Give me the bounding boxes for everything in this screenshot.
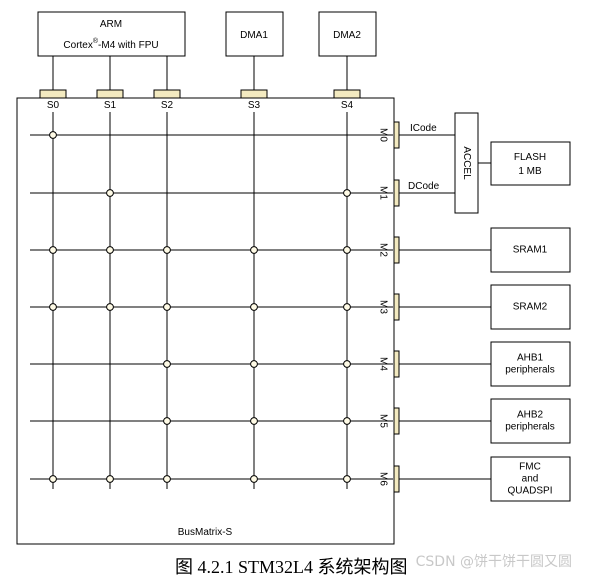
connection-node-s2-m2	[163, 246, 171, 254]
slave-port-s2: S2	[153, 89, 181, 111]
flash-box	[490, 141, 571, 186]
master-port-label: M6	[377, 472, 388, 486]
connection-node-s0-m3	[49, 303, 57, 311]
connection-node-s4-m5	[343, 417, 351, 425]
connection-node-s1-m1	[106, 189, 114, 197]
master-port-label: M0	[377, 128, 388, 142]
target-label-line-1: AHB2	[517, 410, 544, 421]
slave-port-tab	[39, 89, 67, 99]
connection-node-s0-m6	[49, 475, 57, 483]
slave-port-tab	[240, 89, 268, 99]
watermark: CSDN @饼干饼干圆又圆	[416, 554, 572, 570]
target-label-line-1: SRAM2	[513, 302, 548, 313]
master-port-tab	[393, 465, 400, 493]
master-port-tab	[393, 236, 400, 264]
slave-port-s1: S1	[96, 89, 124, 111]
dma1-master-label: DMA1	[240, 30, 268, 41]
arm-core-prefix: Cortex	[63, 40, 92, 51]
master-port-label: M2	[377, 243, 388, 257]
master-port-tab	[393, 121, 400, 149]
busmatrix-label: BusMatrix-S	[178, 527, 233, 538]
connection-node-s4-m6	[343, 475, 351, 483]
connection-node-s4-m1	[343, 189, 351, 197]
accel-label: ACCEL	[461, 146, 472, 180]
dma2-master-label: DMA2	[333, 30, 361, 41]
master-port-label: M5	[377, 414, 388, 428]
connection-node-s2-m4	[163, 360, 171, 368]
master-port-label: M1	[377, 186, 388, 200]
target-box	[490, 398, 571, 444]
slave-port-label: S0	[47, 100, 60, 111]
arm-master-core-label: Cortex®-M4 with FPU	[63, 37, 158, 51]
connection-node-s3-m2	[250, 246, 258, 254]
connection-node-s0-m2	[49, 246, 57, 254]
connection-node-s2-m6	[163, 475, 171, 483]
connection-node-s4-m3	[343, 303, 351, 311]
target-label-line-2: and	[522, 474, 539, 485]
slave-port-label: S1	[104, 100, 117, 111]
master-port-tab	[393, 350, 400, 378]
target-sram2: SRAM2	[399, 284, 571, 330]
target-box	[490, 284, 571, 330]
slave-port-s0: S0	[39, 89, 67, 111]
target-box	[490, 227, 571, 273]
connection-node-s3-m3	[250, 303, 258, 311]
flash-size-label: 1 MB	[518, 166, 542, 177]
slave-port-label: S3	[248, 100, 261, 111]
connection-node-s2-m5	[163, 417, 171, 425]
target-label-line-2: peripherals	[505, 365, 554, 376]
master-port-tab	[393, 407, 400, 435]
arm-core-registered-mark: ®	[93, 37, 99, 45]
connection-node-s2-m3	[163, 303, 171, 311]
icode-label: ICode	[410, 123, 437, 134]
connection-node-s4-m2	[343, 246, 351, 254]
connection-node-s1-m3	[106, 303, 114, 311]
target-label-line-3: QUADSPI	[507, 486, 552, 497]
connection-node-s0-m0	[49, 131, 57, 139]
target-box	[490, 456, 571, 502]
master-connectors	[52, 56, 348, 90]
connection-node-s3-m6	[250, 475, 258, 483]
master-port-label: M3	[377, 300, 388, 314]
arm-core-suffix: -M4 with FPU	[98, 40, 159, 51]
dma1-master-box	[225, 11, 284, 57]
target-label-line-1: SRAM1	[513, 245, 548, 256]
target-box	[490, 341, 571, 387]
target-blocks: SRAM1SRAM2AHB1peripheralsAHB2peripherals…	[399, 227, 571, 502]
slave-port-tab	[96, 89, 124, 99]
slave-port-s4: S4	[333, 89, 361, 111]
slave-port-label: S2	[161, 100, 174, 111]
connection-node-s1-m6	[106, 475, 114, 483]
slave-ports: S0 S1 S2 S3 S4	[39, 89, 361, 111]
connection-node-s4-m4	[343, 360, 351, 368]
target-label-line-1: AHB1	[517, 353, 544, 364]
slave-port-s3: S3	[240, 89, 268, 111]
connection-node-s3-m5	[250, 417, 258, 425]
connection-node-s3-m4	[250, 360, 258, 368]
busmatrix-grid	[30, 112, 393, 489]
master-port-tab	[393, 293, 400, 321]
dma2-master-box	[318, 11, 377, 57]
slave-port-tab	[153, 89, 181, 99]
arm-master-label: ARM	[100, 19, 122, 30]
busmatrix-box	[16, 97, 395, 545]
slave-port-label: S4	[341, 100, 354, 111]
master-port-label: M4	[377, 357, 388, 371]
slave-port-tab	[333, 89, 361, 99]
target-label-line-1: FMC	[519, 462, 541, 473]
arm-master-box	[37, 11, 186, 57]
target-label-line-2: peripherals	[505, 422, 554, 433]
dcode-label: DCode	[408, 181, 440, 192]
master-port-tab	[393, 179, 400, 207]
flash-label: FLASH	[514, 152, 546, 163]
target-sram1: SRAM1	[399, 227, 571, 273]
figure-caption: 图 4.2.1 STM32L4 系统架构图	[175, 557, 408, 577]
connection-node-s1-m2	[106, 246, 114, 254]
